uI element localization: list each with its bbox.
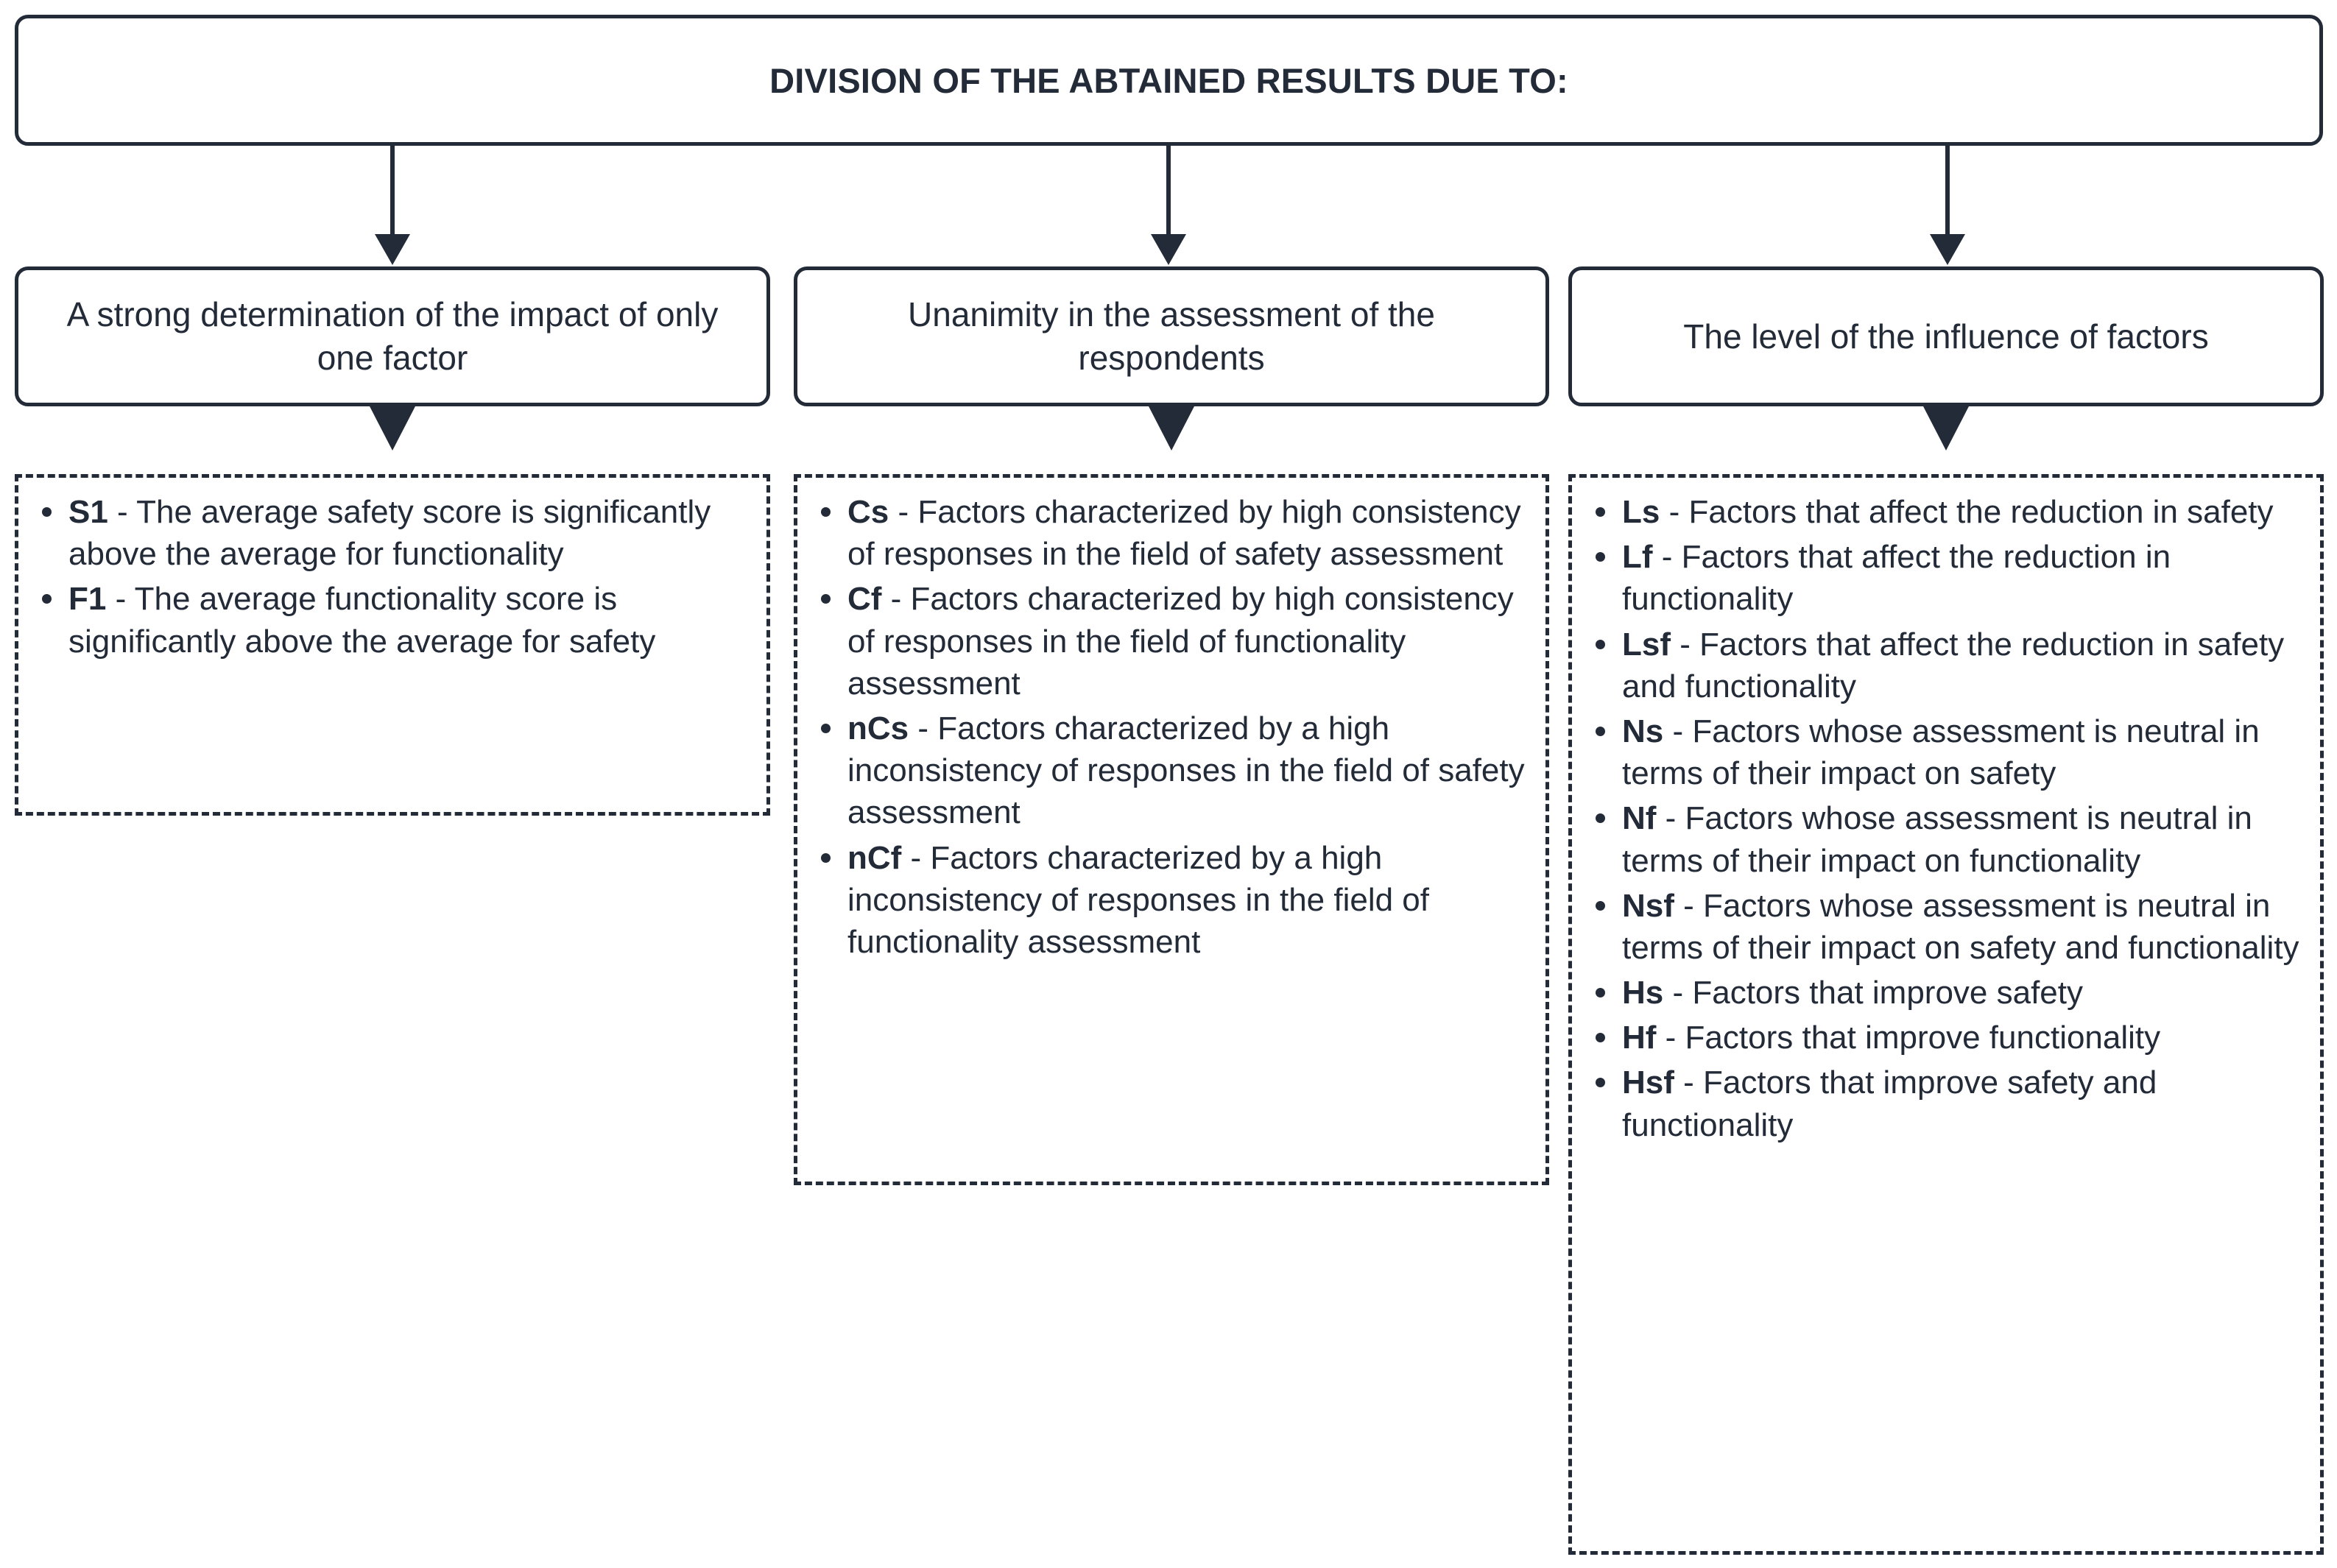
item-text: Factors characterized by a high inconsis… <box>847 710 1525 831</box>
list-item: Ns - Factors whose assessment is neutral… <box>1596 710 2305 794</box>
item-code: Lf <box>1622 539 1653 576</box>
item-code: nCf <box>847 839 902 876</box>
item-code: Ns <box>1622 713 1664 749</box>
connector-arrowhead-2 <box>1151 234 1186 265</box>
item-text: Factors that improve functionality <box>1685 1020 2161 1056</box>
item-code: Nf <box>1622 800 1657 837</box>
bullet-icon <box>1596 1078 1605 1088</box>
item-text: Factors whose assessment is neutral in t… <box>1622 800 2252 879</box>
detail-list-box-1: S1 - The average safety score is signifi… <box>15 474 770 816</box>
bullet-icon <box>1596 1033 1605 1043</box>
item-text: Factors that affect the reduction in saf… <box>1622 626 2285 704</box>
bullet-icon <box>42 594 52 604</box>
item-separator: - <box>1674 1064 1704 1101</box>
connector-line-3 <box>1945 146 1950 237</box>
branch-arrow-3 <box>1922 405 1970 451</box>
item-separator: - <box>1656 1020 1685 1056</box>
item-separator: - <box>1663 975 1693 1011</box>
list-item: Ls - Factors that affect the reduction i… <box>1596 491 2305 533</box>
item-separator: - <box>909 710 938 746</box>
list-item: S1 - The average safety score is signifi… <box>42 491 752 575</box>
detail-list-2: Cs - Factors characterized by high consi… <box>806 491 1531 963</box>
item-separator: - <box>881 581 911 618</box>
item-separator: - <box>1674 887 1704 924</box>
list-item: nCf - Factors characterized by a high in… <box>821 837 1531 964</box>
detail-list-3: Ls - Factors that affect the reduction i… <box>1581 491 2305 1146</box>
item-text: Factors whose assessment is neutral in t… <box>1622 887 2299 966</box>
bullet-icon <box>1596 726 1605 736</box>
detail-list-box-3: Ls - Factors that affect the reduction i… <box>1568 474 2324 1555</box>
bullet-icon <box>42 507 52 517</box>
list-item: Nf - Factors whose assessment is neutral… <box>1596 797 2305 881</box>
detail-list-box-2: Cs - Factors characterized by high consi… <box>794 474 1549 1185</box>
branch-heading-1: A strong determination of the impact of … <box>66 295 719 377</box>
list-item: F1 - The average functionality score is … <box>42 578 752 662</box>
bullet-icon <box>1596 813 1605 824</box>
item-text: Factors that improve safety and function… <box>1622 1064 2157 1143</box>
title-box: DIVISION OF THE ABTAINED RESULTS DUE TO: <box>15 15 2323 146</box>
bullet-icon <box>821 852 831 863</box>
bullet-icon <box>1596 900 1605 911</box>
item-text: The average safety score is significantl… <box>68 494 711 573</box>
item-text: Factors characterized by high consistenc… <box>847 581 1514 702</box>
item-text: Factors that affect the reduction in saf… <box>1688 494 2274 530</box>
detail-list-1: S1 - The average safety score is signifi… <box>27 491 752 663</box>
bullet-icon <box>821 507 831 517</box>
branch-heading-2: Unanimity in the assessment of the respo… <box>908 295 1435 377</box>
connector-arrowhead-1 <box>375 234 410 265</box>
connector-arrowhead-3 <box>1930 234 1965 265</box>
item-separator: - <box>1652 539 1682 576</box>
item-code: nCs <box>847 710 909 746</box>
bullet-icon <box>1596 988 1605 998</box>
item-code: F1 <box>68 581 107 618</box>
list-item: Cs - Factors characterized by high consi… <box>821 491 1531 575</box>
item-code: Hs <box>1622 975 1664 1011</box>
branch-arrow-1 <box>369 405 416 451</box>
item-text: Factors characterized by a high inconsis… <box>847 839 1430 960</box>
page-title: DIVISION OF THE ABTAINED RESULTS DUE TO: <box>769 60 1568 100</box>
branch-arrow-2 <box>1148 405 1195 451</box>
item-code: Lsf <box>1622 626 1671 663</box>
list-item: Hsf - Factors that improve safety and fu… <box>1596 1062 2305 1145</box>
list-item: Lsf - Factors that affect the reduction … <box>1596 624 2305 707</box>
list-item: Lf - Factors that affect the reduction i… <box>1596 536 2305 620</box>
item-separator: - <box>1671 626 1700 663</box>
list-item: Hf - Factors that improve functionality <box>1596 1017 2305 1059</box>
item-text: Factors that improve safety <box>1692 975 2084 1011</box>
item-separator: - <box>1663 713 1693 749</box>
bullet-icon <box>1596 639 1605 649</box>
item-text: Factors whose assessment is neutral in t… <box>1622 713 2260 792</box>
item-code: Hf <box>1622 1020 1657 1056</box>
item-separator: - <box>1656 800 1685 837</box>
branch-box-3: The level of the influence of factors <box>1568 266 2324 406</box>
list-item: nCs - Factors characterized by a high in… <box>821 707 1531 834</box>
item-code: Cs <box>847 494 889 530</box>
item-separator: - <box>889 494 918 530</box>
item-code: Nsf <box>1622 887 1674 924</box>
item-separator: - <box>107 494 137 530</box>
item-code: Ls <box>1622 494 1660 530</box>
bullet-icon <box>1596 507 1605 517</box>
branch-heading-3: The level of the influence of factors <box>1683 317 2209 356</box>
item-code: Hsf <box>1622 1064 1674 1101</box>
connector-line-1 <box>390 146 395 237</box>
branch-box-1: A strong determination of the impact of … <box>15 266 770 406</box>
bullet-icon <box>821 594 831 604</box>
item-separator: - <box>106 581 135 618</box>
list-item: Cf - Factors characterized by high consi… <box>821 578 1531 704</box>
bullet-icon <box>821 723 831 733</box>
item-text: Factors that affect the reduction in fun… <box>1622 539 2171 618</box>
item-code: S1 <box>68 494 108 530</box>
item-code: Cf <box>847 581 882 618</box>
bullet-icon <box>1596 552 1605 562</box>
branch-box-2: Unanimity in the assessment of the respo… <box>794 266 1549 406</box>
list-item: Hs - Factors that improve safety <box>1596 972 2305 1014</box>
item-text: The average functionality score is signi… <box>68 581 656 660</box>
list-item: Nsf - Factors whose assessment is neutra… <box>1596 885 2305 969</box>
item-separator: - <box>901 839 931 876</box>
item-separator: - <box>1660 494 1689 530</box>
item-text: Factors characterized by high consistenc… <box>847 494 1521 573</box>
connector-line-2 <box>1166 146 1171 237</box>
